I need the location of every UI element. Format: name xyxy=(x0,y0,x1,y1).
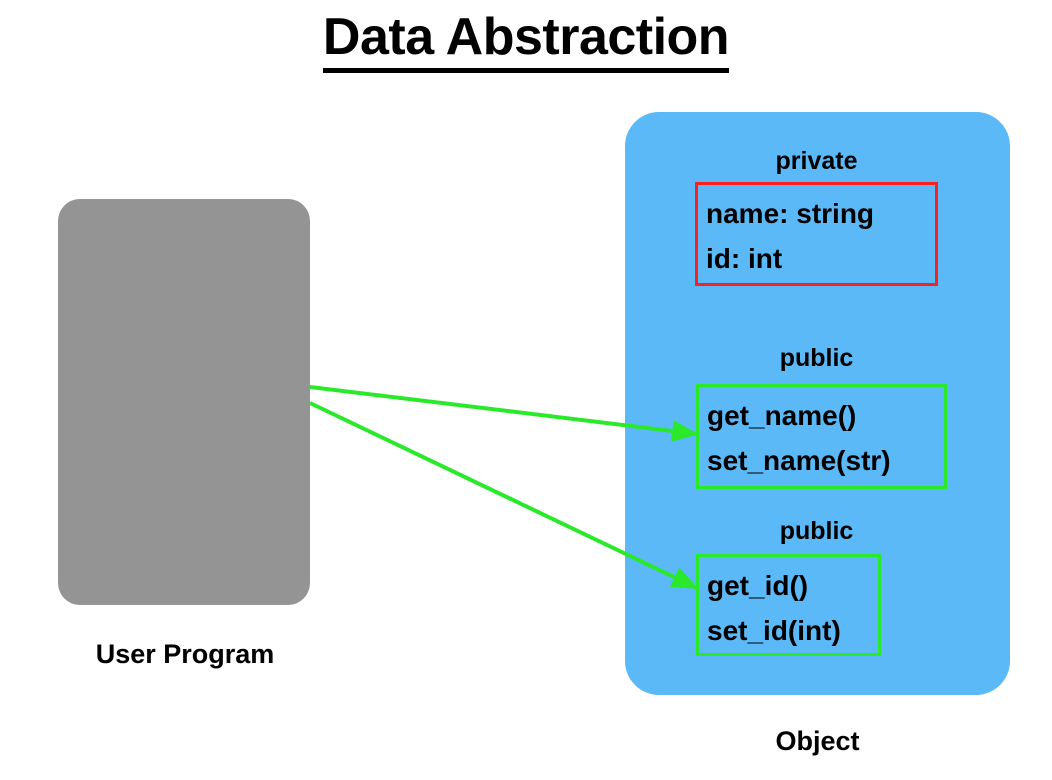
private-members-box: name: string id: int xyxy=(695,182,938,286)
private-member-line: id: int xyxy=(706,243,783,274)
public-member-line: set_id(int) xyxy=(707,615,841,646)
public-id-members-box: get_id() set_id(int) xyxy=(696,554,881,656)
user-program-box xyxy=(58,199,310,605)
public-member-line: get_name() xyxy=(707,400,857,431)
page-title: Data Abstraction xyxy=(0,6,1052,73)
public-name-members-box: get_name() set_name(str) xyxy=(696,384,947,489)
section-heading-public-id: public xyxy=(779,517,854,545)
user-program-label: User Program xyxy=(95,639,275,669)
object-label: Object xyxy=(775,726,860,756)
section-heading-public-name: public xyxy=(779,344,854,372)
page-title-text: Data Abstraction xyxy=(322,8,730,73)
public-member-line: get_id() xyxy=(707,570,809,601)
section-heading-private: private xyxy=(775,147,858,175)
public-member-line: set_name(str) xyxy=(707,445,891,476)
private-member-line: name: string xyxy=(706,198,875,229)
